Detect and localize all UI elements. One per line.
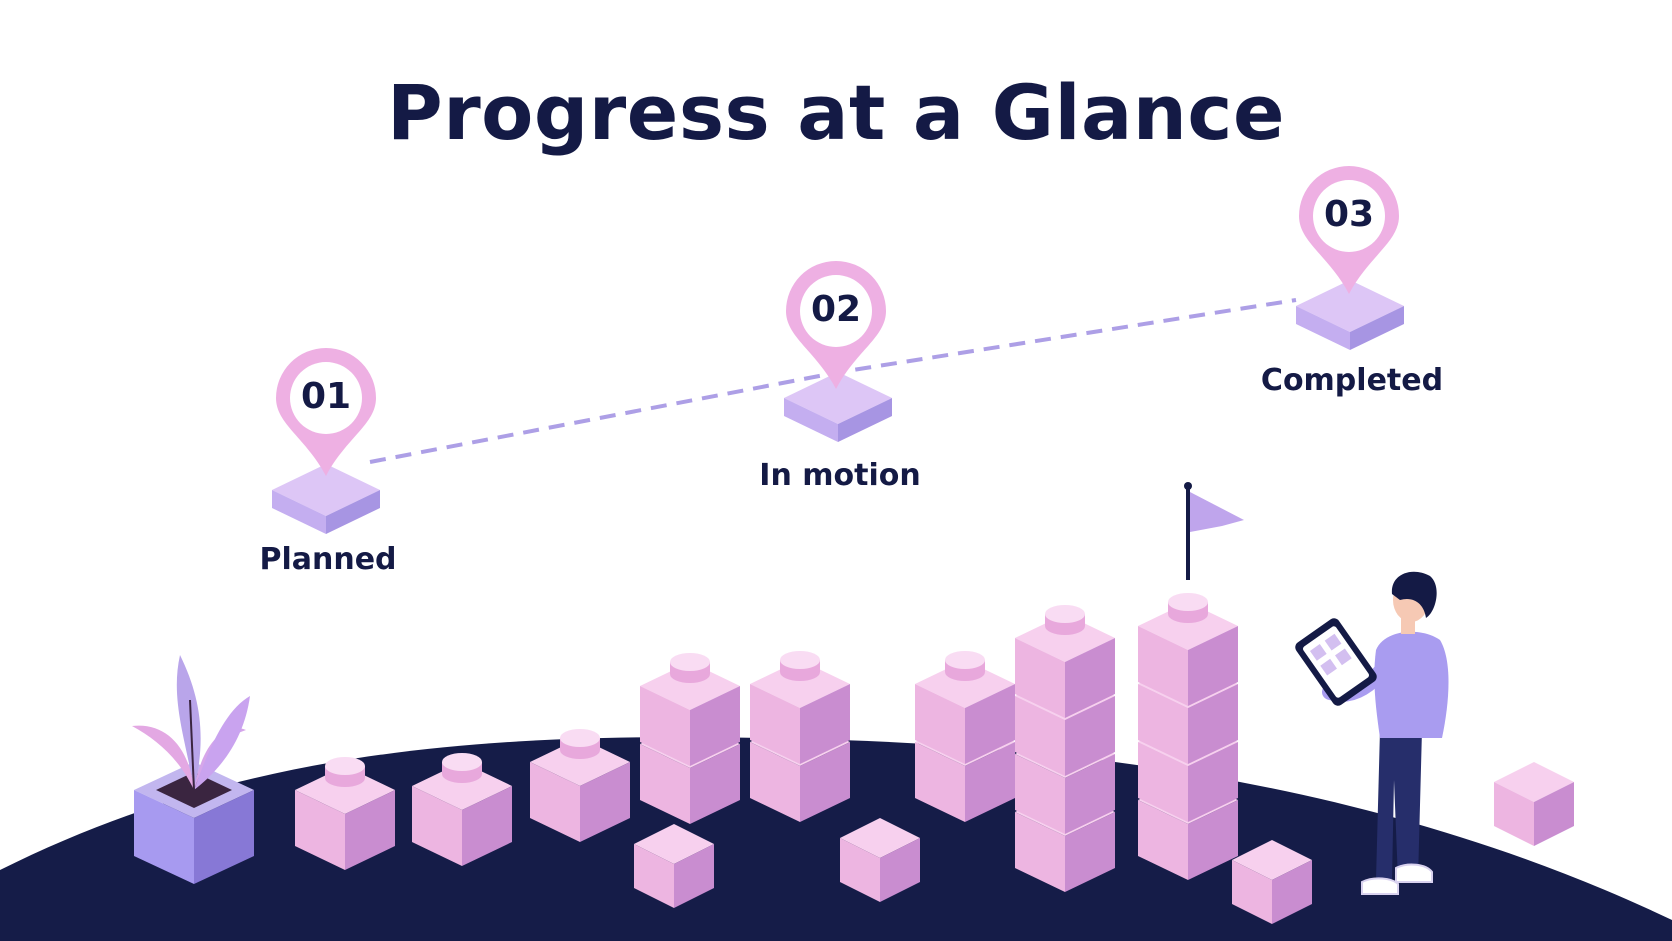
milestone-02-label: In motion [759,458,921,493]
milestone-03-label: Completed [1260,363,1444,398]
loose-block [1494,762,1574,846]
person [1322,571,1449,895]
block-stack-8 [1138,593,1238,880]
block-stack-4 [640,653,740,824]
block-stack-7 [1015,605,1115,892]
block-stack-6 [915,651,1015,822]
block-stack-5 [750,651,850,822]
milestone-01-label: Planned [259,542,397,577]
milestone-02-number: 02 [810,289,862,330]
tablet-icon [1295,618,1377,706]
flag-icon [1184,482,1244,580]
plant-icon [132,655,254,884]
page-title: Progress at a Glance [387,68,1285,157]
milestone-03-number: 03 [1323,194,1375,235]
milestone-01-number: 01 [300,376,352,417]
